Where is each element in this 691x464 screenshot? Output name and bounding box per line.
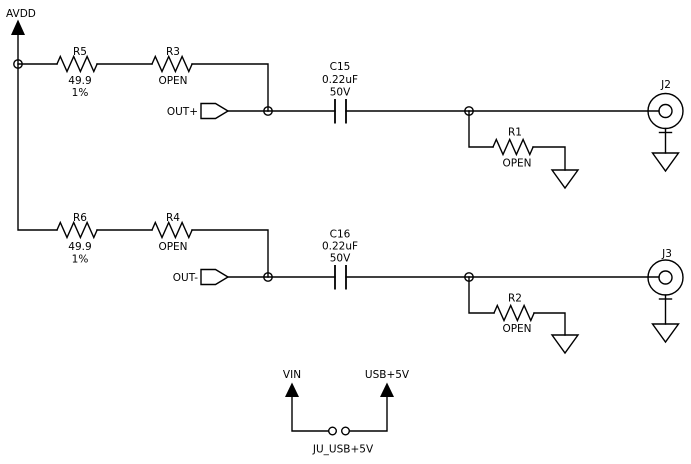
usb5v-jumper-wire	[348, 395, 388, 432]
c15-voltage-label: 50V	[330, 87, 351, 99]
junction-dot	[263, 106, 273, 116]
j3-ref-label: J3	[661, 248, 672, 260]
resistor-r2-symbol	[493, 303, 536, 323]
capacitor-c15-symbol	[334, 99, 347, 124]
r3-drop-wire	[191, 63, 269, 112]
j2-center-pin-symbol	[658, 103, 673, 119]
ground-symbol-r2	[550, 334, 580, 355]
junction-dot	[13, 59, 23, 69]
r4-drop-wire	[191, 229, 269, 278]
c16-value-label: 0.22uF	[322, 241, 358, 253]
connector-j3: J3	[647, 248, 684, 344]
jumper-ref-label: JU_USB+5V	[312, 444, 374, 456]
ground-symbol-j3	[651, 323, 680, 344]
out-minus-channel: OUT- C16 0.22uF 50V R6 49.9 1% R4 OPEN R…	[56, 212, 684, 355]
r5-tolerance-label: 1%	[72, 87, 89, 99]
capacitor-c16-symbol	[334, 265, 347, 290]
vin-jumper-wire	[291, 395, 330, 432]
power-arrow-avdd-icon	[11, 19, 25, 35]
resistor-r6-symbol	[56, 220, 99, 240]
r2-value-label: OPEN	[502, 323, 531, 335]
resistor-r1-symbol	[492, 137, 535, 157]
out-minus-port-label: OUT-	[173, 272, 198, 284]
out-plus-port-label: OUT+	[167, 106, 198, 118]
out-plus-channel: OUT+ C15 0.22uF 50V R5 49.9 1% R3 OPEN R…	[17, 46, 684, 190]
jumper-pin-2	[341, 426, 351, 436]
usb-jumper-section: VIN USB+5V JU_USB+5V	[283, 369, 410, 456]
r5-value-label: 49.9	[68, 75, 91, 87]
r3-ref-label: R3	[166, 46, 180, 58]
junction-dot	[263, 272, 273, 282]
avdd-rail: AVDD	[6, 8, 58, 231]
c16-ref-label: C16	[330, 229, 351, 241]
avdd-stem-wire	[17, 34, 58, 231]
c15-value-label: 0.22uF	[322, 74, 358, 86]
r6-tolerance-label: 1%	[72, 254, 89, 266]
power-arrow-vin-icon	[285, 382, 299, 397]
c16-voltage-label: 50V	[330, 253, 351, 265]
r2-shunt-branch: R2 OPEN	[468, 276, 580, 355]
ground-symbol-r1	[550, 169, 580, 190]
r1-gnd-wire	[532, 146, 566, 171]
vin-net-label: VIN	[283, 369, 301, 381]
resistor-r5-symbol	[56, 54, 99, 74]
resistor-r3-symbol	[151, 54, 194, 74]
avdd-net-label: AVDD	[6, 8, 36, 20]
out-minus-port-tag	[200, 268, 230, 286]
jumper-pin-1	[328, 426, 338, 436]
r1-shunt-branch: R1 OPEN	[468, 110, 580, 190]
junction-dot	[464, 272, 474, 282]
r1-branch-wire	[468, 110, 494, 148]
r3-value-label: OPEN	[158, 75, 187, 87]
r1-ref-label: R1	[508, 127, 522, 139]
out-plus-port-tag	[200, 102, 230, 120]
r2-gnd-wire	[533, 312, 566, 336]
r2-ref-label: R2	[508, 293, 522, 305]
ground-symbol-j2	[651, 152, 680, 173]
j3-center-pin-symbol	[658, 270, 673, 285]
r4-value-label: OPEN	[158, 241, 187, 253]
junction-dot	[464, 106, 474, 116]
r1-value-label: OPEN	[502, 158, 531, 170]
r5-ref-label: R5	[73, 46, 87, 58]
resistor-r4-symbol	[151, 220, 194, 240]
r4-ref-label: R4	[166, 212, 180, 224]
r6-ref-label: R6	[73, 212, 87, 224]
r6-value-label: 49.9	[68, 241, 91, 253]
power-arrow-usb5v-icon	[380, 382, 394, 397]
j2-ref-label: J2	[660, 79, 671, 91]
connector-j2: J2	[647, 79, 684, 173]
usb5v-net-label: USB+5V	[365, 369, 410, 381]
r2-branch-wire	[468, 276, 495, 314]
c15-ref-label: C15	[330, 61, 351, 73]
